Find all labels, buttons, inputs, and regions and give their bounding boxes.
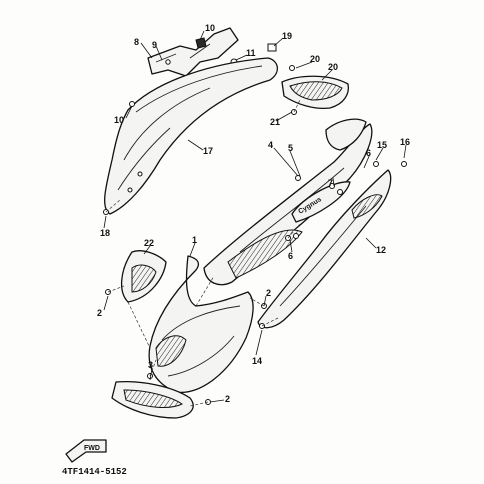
callout-17: 18 [100, 228, 110, 238]
part-8-top-bracket [147, 27, 239, 77]
callout-2-left: 2 [97, 308, 102, 318]
fwd-label: FWD [84, 445, 100, 452]
callout-7: 7 [328, 178, 333, 188]
callout-14: 15 [377, 140, 387, 150]
fwd-arrow: FWD [65, 439, 107, 463]
callout-18: 19 [282, 31, 292, 41]
callout-10-left: 10 [114, 115, 124, 125]
callout-11: 11 [246, 48, 256, 58]
leader-lines [103, 30, 407, 403]
callout-10-top: 10 [205, 23, 215, 33]
callout-5: 5 [288, 143, 293, 153]
callout-16: 17 [203, 146, 213, 156]
part-16-upper-side-cover [104, 57, 278, 215]
part-3-lower-front-cover [111, 373, 194, 419]
callout-6-mid: 6 [288, 251, 293, 261]
callout-6-right: 6 [366, 148, 371, 158]
callout-13: 14 [252, 356, 262, 366]
part-code: 4TF1414-5152 [62, 467, 127, 477]
callout-3: 3 [148, 360, 153, 370]
callout-9: 9 [152, 40, 157, 50]
part-1-leg-shield [148, 255, 254, 394]
part-20-rear-top-cover [281, 75, 350, 115]
callout-4: 4 [268, 140, 273, 150]
callout-20: 20 [328, 62, 338, 72]
callout-15: 16 [400, 137, 410, 147]
callout-2-mid: 2 [266, 288, 271, 298]
part-12-rear-side-cover [257, 161, 407, 329]
alignment-lines [105, 99, 301, 407]
callout-12: 12 [376, 245, 386, 255]
callout-19: 20 [310, 54, 320, 64]
callout-8: 8 [134, 37, 139, 47]
part-4-5-side-cover: Cygnus [203, 118, 373, 286]
callout-1: 1 [192, 235, 197, 245]
part-22-inner-panel [121, 250, 167, 303]
callout-21: 21 [270, 117, 280, 127]
callout-2-bottom: 2 [225, 394, 230, 404]
callout-22: 22 [144, 238, 154, 248]
callout-labels: 8 9 10 11 19 20 20 21 10 17 4 5 6 15 16 … [97, 23, 410, 404]
